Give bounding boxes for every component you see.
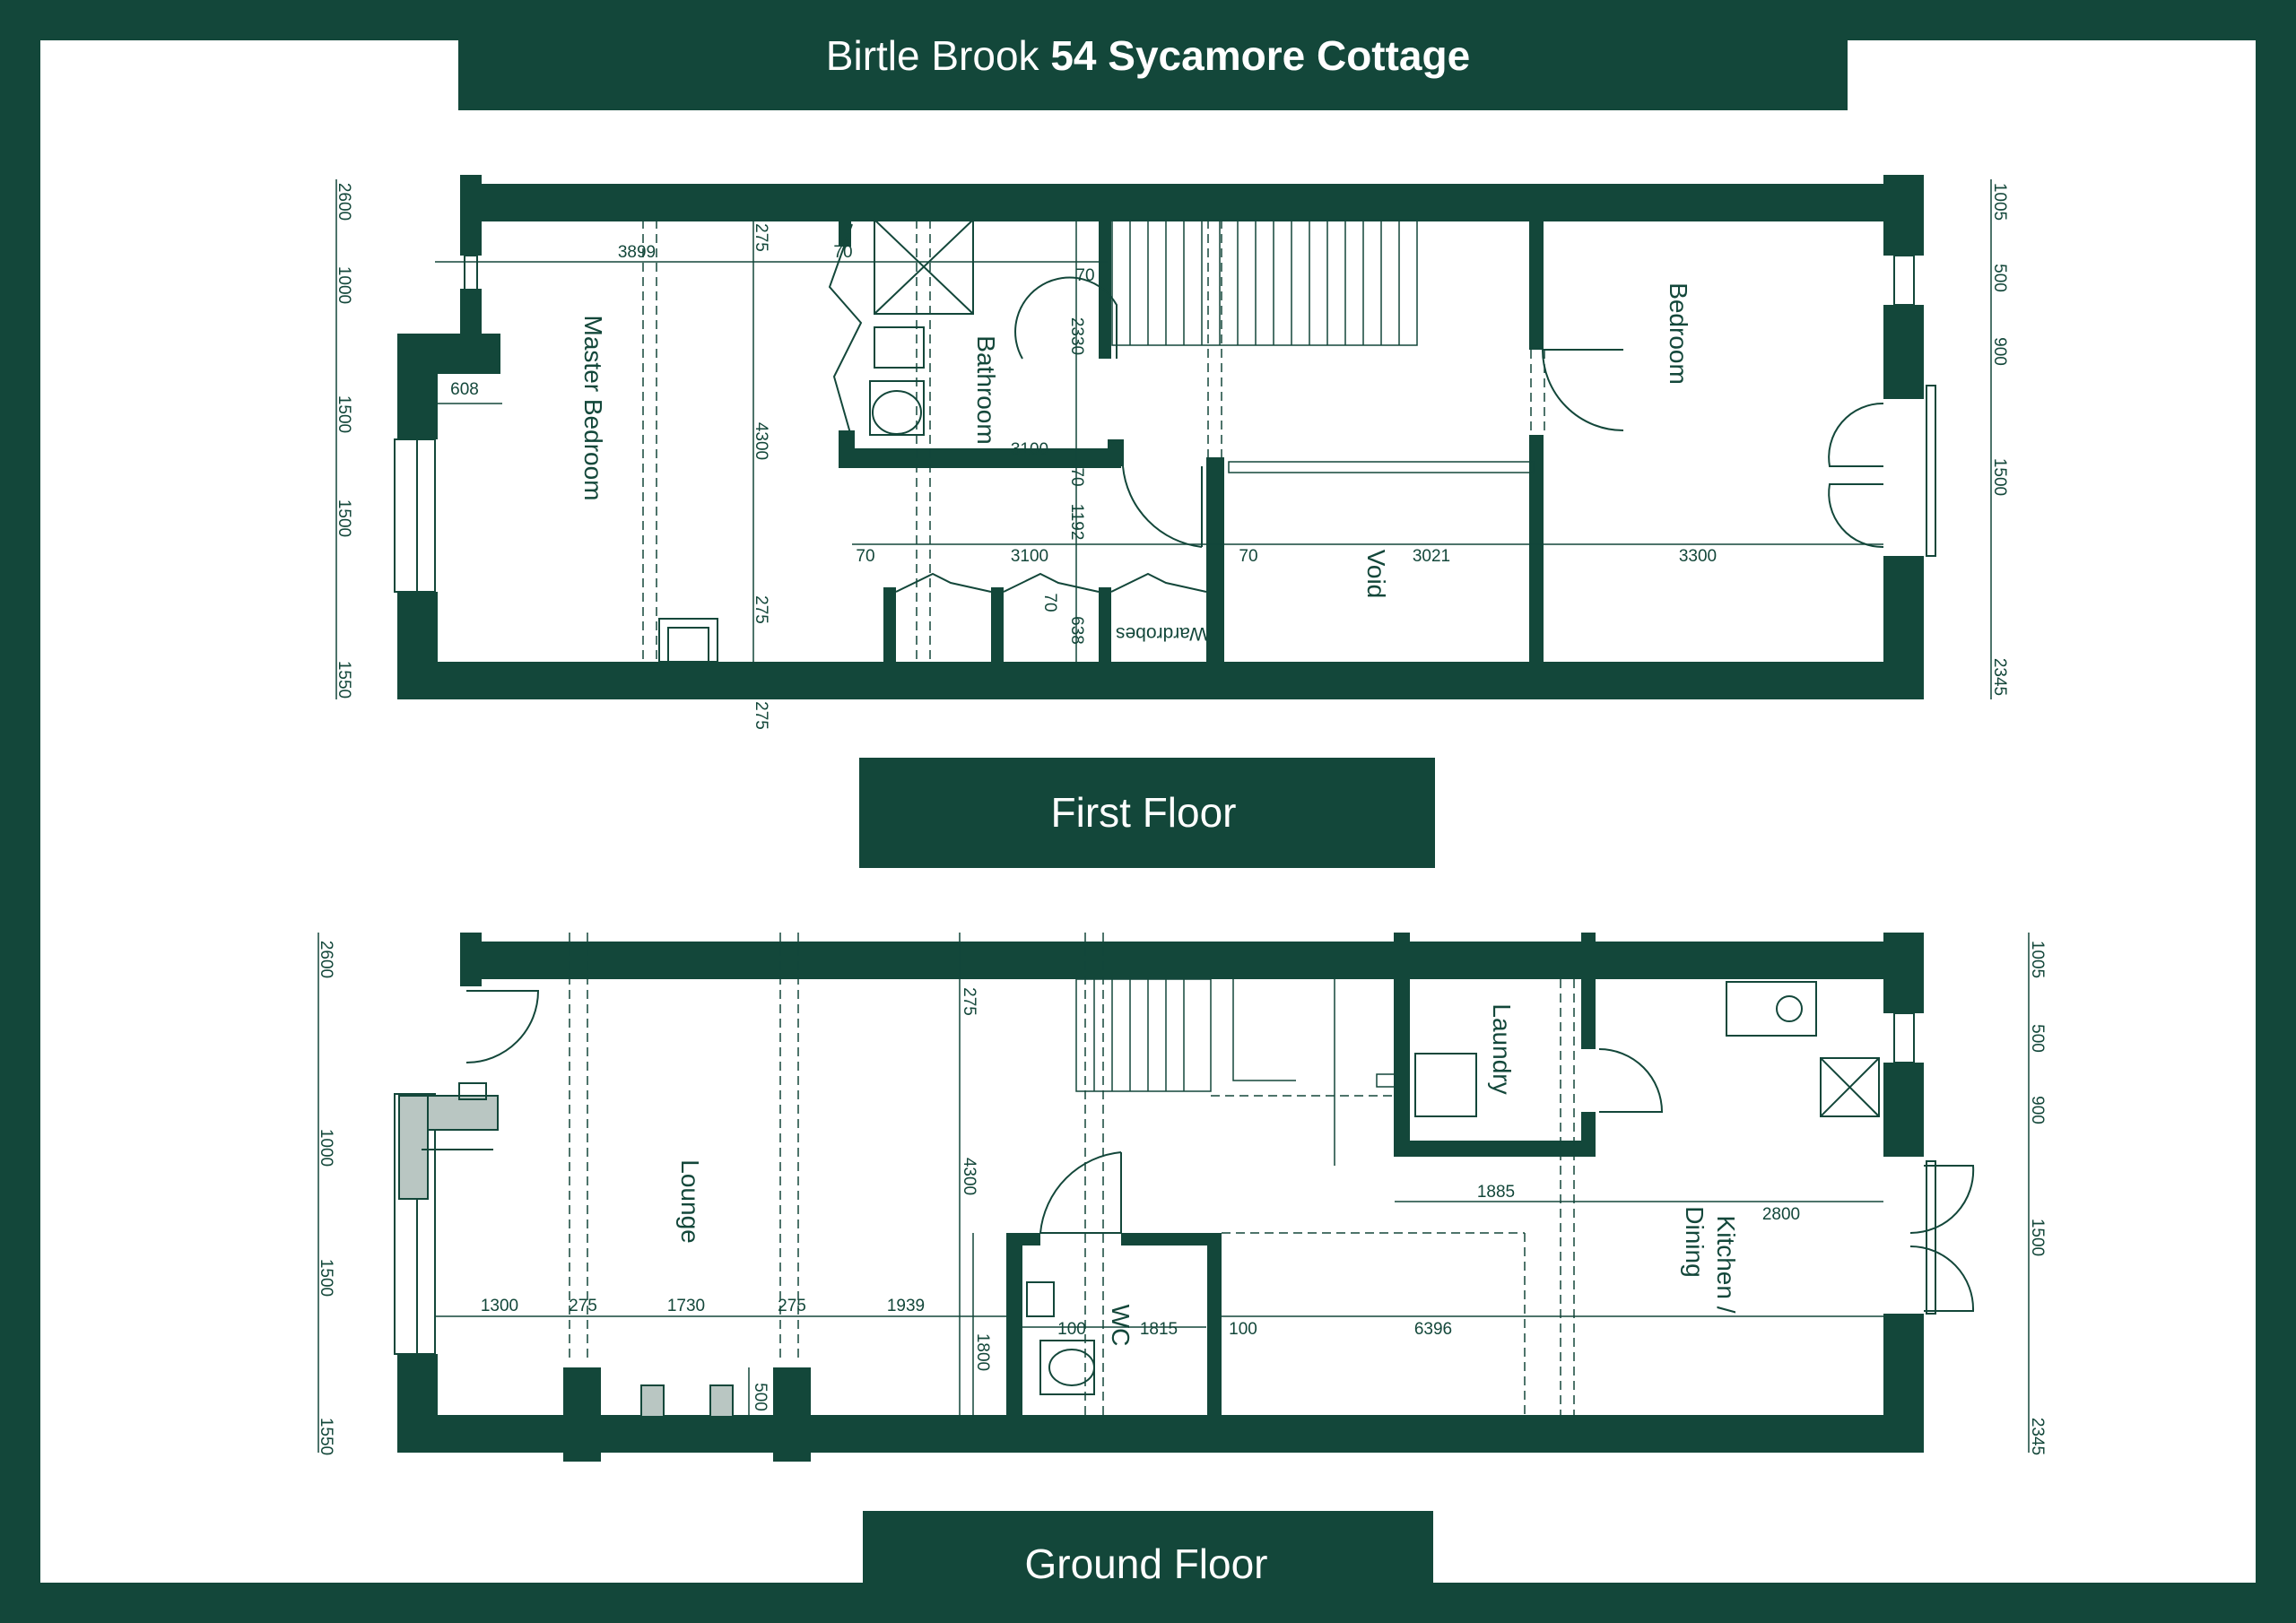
- dim-right-2345: 2345: [2028, 1418, 2047, 1455]
- dim-638: 638: [1067, 616, 1086, 645]
- first-floor-plan: Master Bedroom Bathroom Bedroom Void War…: [335, 175, 2009, 730]
- dim-right-500: 500: [1990, 264, 2009, 292]
- ground-floor-hidden-lines: [569, 933, 1575, 1417]
- dim-70: 70: [856, 547, 874, 566]
- dim-70: 70: [1075, 266, 1094, 285]
- dim-left-2600: 2600: [335, 183, 353, 221]
- dim-left-1500: 1500: [317, 1259, 335, 1297]
- dim-70: 70: [1040, 593, 1059, 612]
- first-floor-windows: [394, 255, 1936, 593]
- dim-left-1500: 1500: [335, 395, 353, 433]
- dim-275: 275: [752, 701, 770, 730]
- dim-275: 275: [752, 595, 770, 624]
- dim-500: 500: [751, 1383, 770, 1411]
- dim-3100: 3100: [1011, 547, 1048, 566]
- ground-floor-room-labels: Lounge Laundry WC Kitchen / Dining: [676, 1003, 1740, 1346]
- first-floor-stairs: [1111, 219, 1535, 473]
- dim-3300: 3300: [1679, 547, 1717, 566]
- dim-4300: 4300: [752, 422, 770, 460]
- room-bathroom: Bathroom: [972, 335, 1000, 444]
- ground-floor-walls: [397, 933, 1924, 1462]
- dim-left-1550: 1550: [335, 661, 353, 699]
- bathroom-fixtures: [828, 219, 974, 440]
- ground-floor-stairs: [1075, 978, 1396, 1092]
- dim-4300: 4300: [960, 1158, 978, 1195]
- dim-left-1550: 1550: [317, 1418, 335, 1455]
- first-floor-room-labels: Master Bedroom Bathroom Bedroom Void War…: [579, 282, 1692, 644]
- dim-100: 100: [1057, 1320, 1086, 1339]
- title-banner: Birtle Brook 54 Sycamore Cottage: [458, 32, 1848, 110]
- dim-right-500: 500: [2028, 1024, 2047, 1053]
- ground-floor-dimension-labels: 1300 275 1730 275 1939 100 1815 100 6396…: [317, 941, 2047, 1455]
- dim-1730: 1730: [667, 1297, 705, 1315]
- room-bedroom: Bedroom: [1665, 282, 1692, 385]
- dim-left-1500: 1500: [335, 499, 353, 537]
- ground-floor-dim-lines: [317, 933, 2030, 1453]
- ground-floor-banner: Ground Floor: [863, 1511, 1433, 1587]
- dim-left-1000: 1000: [317, 1129, 335, 1167]
- ground-floor-label: Ground Floor: [1024, 1541, 1267, 1587]
- label-wardrobes: Wardrobes: [1116, 623, 1207, 644]
- dim-left-1000: 1000: [335, 266, 353, 304]
- wardrobe-doors: [658, 572, 1207, 663]
- dim-3021: 3021: [1413, 547, 1450, 566]
- dim-275: 275: [778, 1297, 806, 1315]
- dim-275: 275: [752, 223, 770, 252]
- dim-70: 70: [1067, 467, 1086, 486]
- room-kitchen-line1: Kitchen /: [1712, 1216, 1740, 1314]
- dim-1192: 1192: [1067, 504, 1086, 541]
- dim-275: 275: [960, 987, 978, 1016]
- dim-1885: 1885: [1477, 1183, 1515, 1202]
- dim-left-2600: 2600: [317, 941, 335, 978]
- dim-right-900: 900: [2028, 1096, 2047, 1124]
- page-title: Birtle Brook 54 Sycamore Cottage: [826, 32, 1470, 79]
- ground-floor-fixtures: [640, 981, 1880, 1418]
- first-floor-dim-lines: [335, 179, 1992, 699]
- first-floor-label: First Floor: [1051, 789, 1237, 836]
- dim-right-1500: 1500: [1990, 458, 2009, 496]
- room-lounge: Lounge: [676, 1159, 704, 1243]
- dim-1815: 1815: [1140, 1320, 1178, 1339]
- room-void: Void: [1362, 550, 1390, 599]
- ground-floor-doors: [465, 990, 1975, 1312]
- dim-3100: 3100: [1011, 440, 1048, 459]
- dim-right-900: 900: [1990, 337, 2009, 366]
- dim-right-2345: 2345: [1990, 658, 2009, 696]
- ground-floor-plan: Lounge Laundry WC Kitchen / Dining 1300 …: [317, 933, 2047, 1462]
- dim-608: 608: [450, 380, 479, 399]
- dim-1939: 1939: [887, 1297, 925, 1315]
- fireplace: [398, 1082, 499, 1200]
- dim-100: 100: [1229, 1320, 1257, 1339]
- room-kitchen-line2: Dining: [1681, 1206, 1709, 1277]
- dim-2330: 2330: [1067, 317, 1086, 355]
- dim-70: 70: [833, 243, 852, 262]
- first-floor-hidden-lines: [642, 220, 1545, 664]
- dim-3899: 3899: [618, 243, 656, 262]
- room-wc: WC: [1107, 1305, 1135, 1347]
- dim-right-1500: 1500: [2028, 1219, 2047, 1256]
- first-floor-walls: [397, 175, 1924, 699]
- room-laundry: Laundry: [1488, 1003, 1516, 1094]
- dim-1800: 1800: [973, 1333, 992, 1371]
- dim-70: 70: [1239, 547, 1257, 566]
- dim-right-1005: 1005: [2028, 941, 2047, 978]
- room-master-bedroom: Master Bedroom: [579, 316, 607, 501]
- dim-275: 275: [569, 1297, 597, 1315]
- dim-2800: 2800: [1762, 1205, 1800, 1224]
- dim-6396: 6396: [1414, 1320, 1452, 1339]
- first-floor-dimension-labels: 3899 70 70 608 2330 3100 70 1192 70 3100…: [335, 183, 2009, 730]
- dim-right-1005: 1005: [1990, 183, 2009, 221]
- first-floor-banner: First Floor: [859, 758, 1435, 868]
- dim-1300: 1300: [481, 1297, 518, 1315]
